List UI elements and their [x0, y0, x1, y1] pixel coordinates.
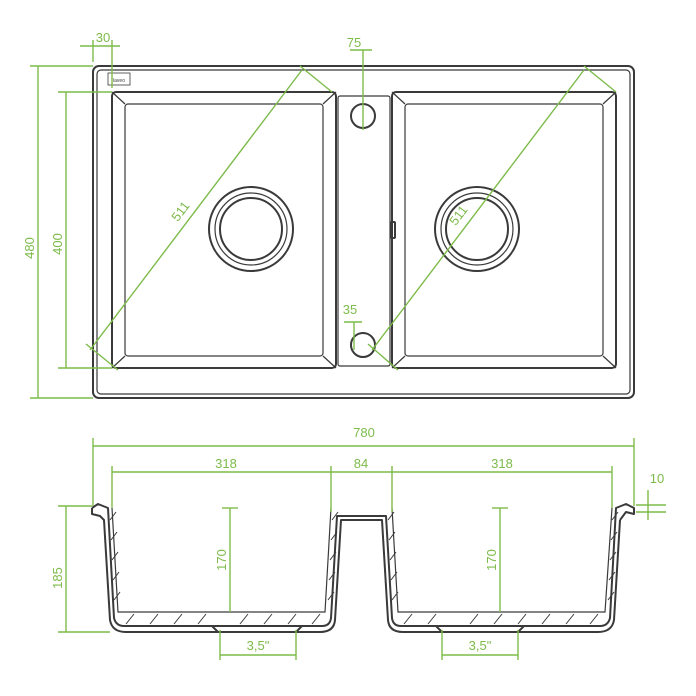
dim-780: 780: [353, 425, 375, 440]
dim-drain-left: 3,5": [247, 638, 270, 653]
dim-480: 480: [22, 237, 37, 259]
dim-84: 84: [354, 456, 368, 471]
left-drain-section: [211, 625, 303, 633]
section-view: 780 318 84 318 10 185 170: [50, 425, 666, 660]
dim-318-left: 318: [215, 456, 237, 471]
section-outline: [91, 503, 635, 627]
section-dimensions: 780 318 84 318 10 185 170: [50, 425, 666, 660]
dim-400: 400: [50, 233, 65, 255]
dim-35: 35: [343, 302, 357, 317]
left-drain: [208, 186, 294, 272]
right-bowl: [391, 91, 617, 369]
dim-170-left: 170: [214, 549, 229, 571]
dim-30: 30: [96, 30, 110, 45]
dim-318-right: 318: [491, 456, 513, 471]
left-bowl: [111, 91, 337, 369]
dim-drain-right: 3,5": [469, 638, 492, 653]
right-drain-section: [435, 625, 525, 633]
dim-185: 185: [50, 567, 65, 589]
brand-logo-text: laveo: [113, 78, 125, 84]
dim-10: 10: [650, 471, 664, 486]
dim-75: 75: [347, 35, 361, 50]
wall-hatching: [109, 511, 619, 625]
dim-170-right: 170: [484, 549, 499, 571]
right-drain: [434, 186, 520, 272]
top-view: laveo 30 75 35 480 400: [22, 30, 635, 399]
brand-logo: laveo: [107, 72, 131, 86]
